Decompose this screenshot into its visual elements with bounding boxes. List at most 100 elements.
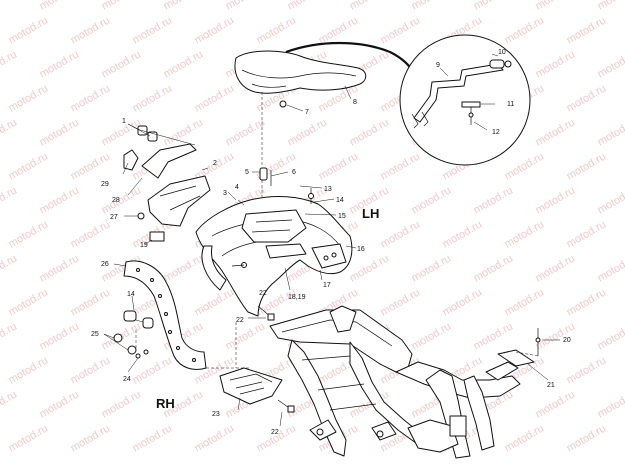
callout-11: 11 [507, 101, 514, 108]
watermark-text-53: motod.ru [534, 116, 578, 148]
callout-23: 23 [212, 411, 220, 418]
watermark-text-44: motod.ru [0, 116, 19, 148]
watermark-text-12: motod.ru [69, 14, 113, 46]
chassis-frame [269, 305, 521, 459]
hardware-group [103, 295, 250, 373]
watermark-text-134: motod.ru [100, 388, 144, 420]
watermark-text-83: motod.ru [379, 218, 423, 250]
watermark-text-88: motod.ru [0, 252, 19, 284]
watermark-text-141: motod.ru [534, 388, 578, 420]
callout-22c: 22 [271, 429, 279, 436]
watermark-text-31: motod.ru [534, 48, 578, 80]
watermark-text-97: motod.ru [534, 252, 578, 284]
callout-14b: 14 [127, 291, 135, 298]
watermark-text-47: motod.ru [162, 116, 206, 148]
watermark-text-152: motod.ru [565, 422, 609, 454]
watermark-text-23: motod.ru [38, 48, 82, 80]
right-hand-label: RH [156, 396, 175, 411]
watermark-text-76: motod.ru [596, 184, 625, 216]
watermark-text-13: motod.ru [131, 14, 175, 46]
watermark-text-105: motod.ru [379, 286, 423, 318]
callout-24: 24 [123, 376, 131, 383]
watermark-text-16: motod.ru [317, 14, 361, 46]
watermark-text-55: motod.ru [7, 150, 51, 182]
callout-20: 20 [563, 337, 571, 344]
watermark-text-117: motod.ru [410, 320, 454, 352]
watermark-text-73: motod.ru [410, 184, 454, 216]
watermark-text-122: motod.ru [69, 354, 113, 386]
callout-2: 2 [213, 160, 217, 167]
watermark-text-78: motod.ru [69, 218, 113, 250]
callout-10: 10 [498, 49, 506, 56]
watermark-text-63: motod.ru [503, 150, 547, 182]
footrest-23 [219, 322, 295, 427]
watermark-text-99: motod.ru [7, 286, 51, 318]
callout-17: 17 [323, 282, 331, 289]
watermark-text-146: motod.ru [193, 422, 237, 454]
watermark-text-9: motod.ru [534, 0, 578, 13]
watermark-text-95: motod.ru [410, 252, 454, 284]
watermark-text-118: motod.ru [472, 320, 516, 352]
watermark-text-3: motod.ru [162, 0, 206, 13]
watermark-text-14: motod.ru [193, 14, 237, 46]
watermark-text-67: motod.ru [38, 184, 82, 216]
watermark-text-106: motod.ru [441, 286, 485, 318]
watermark-text-48: motod.ru [224, 116, 268, 148]
watermark-text-107: motod.ru [503, 286, 547, 318]
watermark-text-10: motod.ru [596, 0, 625, 13]
watermark-text-2: motod.ru [100, 0, 144, 13]
watermark-text-61: motod.ru [379, 150, 423, 182]
watermark-text-4: motod.ru [224, 0, 268, 13]
watermark-text-75: motod.ru [534, 184, 578, 216]
watermark-text-6: motod.ru [348, 0, 392, 13]
callout-9: 9 [436, 62, 440, 69]
callout-3: 3 [223, 190, 227, 197]
watermark-text-1: motod.ru [38, 0, 82, 13]
callout-12: 12 [492, 129, 500, 136]
watermark-text-15: motod.ru [255, 14, 299, 46]
callout-8: 8 [353, 99, 357, 106]
callout-18-19: 18,19 [288, 294, 306, 301]
watermark-text-60: motod.ru [317, 150, 361, 182]
watermark-text-114: motod.ru [224, 320, 268, 352]
watermark-text-20: motod.ru [565, 14, 609, 46]
callout-22a: 22 [259, 290, 267, 297]
upper-bracket-2 [124, 167, 211, 245]
callout-27: 27 [110, 214, 118, 221]
callout-7: 7 [305, 109, 309, 116]
watermark-text-151: motod.ru [503, 422, 547, 454]
callout-22b: 22 [236, 317, 244, 324]
watermark-text-68: motod.ru [100, 184, 144, 216]
watermark-text-91: motod.ru [162, 252, 206, 284]
callout-19: 19 [140, 242, 148, 249]
watermark-text-5: motod.ru [286, 0, 330, 13]
watermark-text-7: motod.ru [410, 0, 454, 13]
watermark-text-130: motod.ru [565, 354, 609, 386]
watermark-text-94: motod.ru [348, 252, 392, 284]
watermark-text-49: motod.ru [286, 116, 330, 148]
watermark-text-110: motod.ru [0, 320, 19, 352]
watermark-text-35: motod.ru [131, 82, 175, 114]
callout-6: 6 [292, 169, 296, 176]
watermark-text-0: motod.ru [0, 0, 19, 13]
callout-26: 26 [101, 261, 109, 268]
watermark-text-98: motod.ru [596, 252, 625, 284]
watermark-text-142: motod.ru [596, 388, 625, 420]
watermark-text-77: motod.ru [7, 218, 51, 250]
inset-pointer-line [285, 41, 413, 71]
watermark-text-85: motod.ru [503, 218, 547, 250]
watermark-text-74: motod.ru [472, 184, 516, 216]
seat-latch-inset [399, 34, 531, 166]
watermark-text-50: motod.ru [348, 116, 392, 148]
watermark-text-144: motod.ru [69, 422, 113, 454]
watermark-text-36: motod.ru [193, 82, 237, 114]
watermark-text-8: motod.ru [472, 0, 516, 13]
watermark-text-96: motod.ru [472, 252, 516, 284]
watermark-text-120: motod.ru [596, 320, 625, 352]
callout-13: 13 [324, 186, 332, 193]
watermark-text-66: motod.ru [0, 184, 19, 216]
watermark-text-33: motod.ru [7, 82, 51, 114]
bracket-group-1 [122, 123, 197, 196]
watermark-text-132: motod.ru [0, 388, 19, 420]
